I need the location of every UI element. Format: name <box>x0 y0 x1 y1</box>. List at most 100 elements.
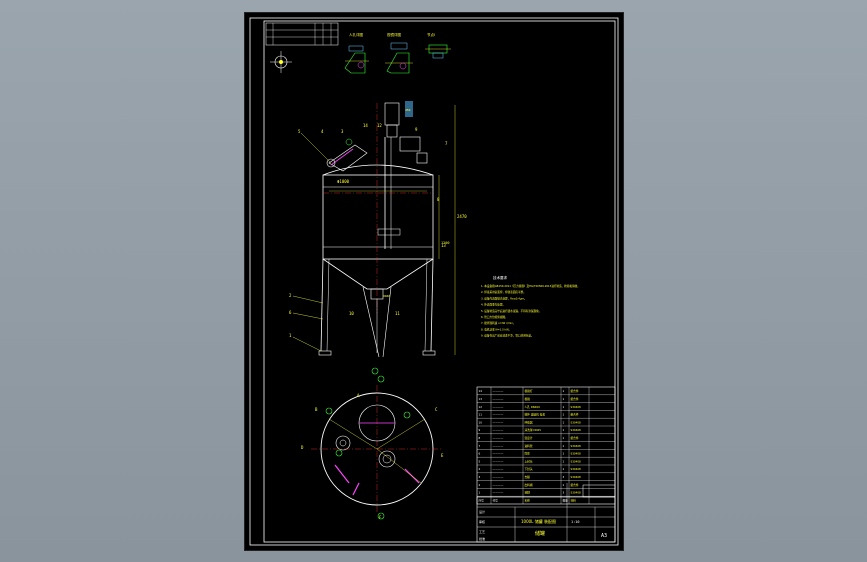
callout-front-9: 2 <box>289 293 292 298</box>
parts-row-code: ———— <box>493 467 504 471</box>
front-view: 2470 1200 Φ1000 450 DN40 <box>318 101 467 358</box>
parts-row-code: ———— <box>493 397 504 401</box>
callout-top-c: C <box>435 407 438 412</box>
parts-header-code: 代号 <box>493 498 499 502</box>
parts-row-qty: 3 <box>563 475 565 479</box>
callout-top-d: D <box>301 445 304 450</box>
parts-row-qty: 1 <box>563 405 565 409</box>
callout-top-e: E <box>441 453 444 458</box>
parts-row-mat: S30408 <box>571 452 582 456</box>
dim-outlet: DN40 <box>383 294 390 298</box>
tb-label-2: 审核 <box>479 519 485 524</box>
parts-row-mat: S30408 <box>571 459 582 463</box>
parts-row-code: ———— <box>493 483 504 487</box>
parts-row-mat: S30408 <box>571 405 582 409</box>
parts-row-qty: 1 <box>563 452 565 456</box>
callout-front-1: 5 <box>298 129 301 134</box>
parts-row-name: 温度计 <box>525 436 533 440</box>
parts-row-name: 下封头 <box>525 467 533 471</box>
parts-row-no: 3 <box>479 475 481 479</box>
callout-top-f: F <box>379 515 382 520</box>
callout-front-13: 11 <box>395 311 400 316</box>
callout-front-12: 10 <box>349 311 354 316</box>
parts-row-name: 上封头 <box>525 459 533 463</box>
parts-row-mat: S30408 <box>571 428 582 432</box>
drawing-sheet: 人孔详图 视镜详图 节点I <box>244 12 624 551</box>
tb-label-3: 工艺 <box>479 529 485 534</box>
orientation-symbol <box>270 51 292 73</box>
note-line: 7. 搅拌器转速 n=36 r/min。 <box>481 321 515 325</box>
agitator-blade <box>377 228 401 236</box>
tb-scale: 1:10 <box>571 520 579 524</box>
parts-row-qty: 1 <box>563 389 565 393</box>
parts-row-no: 5 <box>479 459 481 463</box>
parts-row-name: 进料管 <box>525 444 533 448</box>
parts-row-mat: 组合件 <box>571 397 579 401</box>
note-line: 8. 电机功率 N=1.5 kW。 <box>481 327 511 331</box>
parts-row-mat: 组合件 <box>571 483 579 487</box>
parts-row-mat: S30408 <box>571 420 582 424</box>
parts-row-mat: S30408 <box>571 467 582 471</box>
parts-row-qty: 1 <box>563 413 565 417</box>
tb-label-4: 批准 <box>479 536 485 541</box>
parts-row-code: ———— <box>493 420 504 424</box>
note-line: 9. 设备在出厂前应清洗干净，管口封闭包装。 <box>481 334 534 338</box>
parts-row-mat: 组合件 <box>571 389 579 393</box>
callout-front-10: 1 <box>289 333 292 338</box>
parts-row-qty: 3 <box>563 491 565 495</box>
parts-row-no: 2 <box>479 483 481 487</box>
parts-row-code: ———— <box>493 389 504 393</box>
parts-row-qty: 1 <box>563 459 565 463</box>
detail-view-2: 视镜详图 <box>385 32 413 74</box>
dim-diameter: Φ1000 <box>337 179 350 184</box>
parts-row-code: ———— <box>493 452 504 456</box>
callout-top-a: A <box>357 393 360 398</box>
parts-row-no: 4 <box>479 467 481 471</box>
parts-row-name: 清洗球 DN25 <box>525 428 542 432</box>
parts-row-code: ———— <box>493 444 504 448</box>
parts-row-name: 搅拌 减速机 电机 <box>525 413 546 417</box>
dim-cylinder: 1200 <box>441 241 449 245</box>
parts-row-code: ———— <box>493 413 504 417</box>
parts-row-name: 地脚 <box>525 491 531 495</box>
parts-row-no: 14 <box>479 389 483 393</box>
detail-title-1: 人孔详图 <box>349 32 363 37</box>
parts-row-mat: 组合件 <box>571 413 579 417</box>
parts-row-mat: S30408 <box>571 444 582 448</box>
tb-title: 储罐 <box>535 530 545 537</box>
parts-row-no: 7 <box>479 444 481 448</box>
parts-row-qty: 1 <box>563 397 565 401</box>
parts-row-qty: 1 <box>563 444 565 448</box>
note-line: 2. 焊接采用氩弧焊，焊缝表面应平整。 <box>481 290 526 294</box>
callout-front-8: 8 <box>437 197 440 202</box>
notes-title: 技术要求 <box>493 275 507 280</box>
parts-row-mat: S30408 <box>571 491 582 495</box>
parts-row-name: 视镜 <box>525 397 531 401</box>
tb-sheet-no: A3 <box>601 533 607 539</box>
dim-a: 450 <box>405 108 411 112</box>
parts-row-code: ———— <box>493 491 504 495</box>
motor <box>384 102 400 126</box>
parts-row-qty: 1 <box>563 483 565 487</box>
tb-label-1: 设计 <box>479 509 485 514</box>
parts-row-qty: 1 <box>563 428 565 432</box>
parts-header-name: 名称 <box>525 498 531 502</box>
tb-project: 1000L 储罐 装配图 <box>521 518 556 524</box>
parts-header-no: 序号 <box>479 498 485 502</box>
note-line: 6. 管口方位按俯视图。 <box>481 315 508 319</box>
note-line: 5. 设备制造完毕后进行盛水试漏，不得有渗漏现象。 <box>481 309 541 313</box>
note-line: 1. 本设备按GB150-2011《压力容器》及HG/T20569-2013进行… <box>481 284 580 288</box>
detail-title-2: 视镜详图 <box>387 32 401 37</box>
callout-front-11: 6 <box>289 310 292 315</box>
parts-row-code: ———— <box>493 428 504 432</box>
technical-notes: 技术要求 1. 本设备按GB150-2011《压力容器》及HG/T20569-2… <box>481 275 580 338</box>
parts-row-name: 视镜灯 <box>525 389 533 393</box>
dim-total-height: 2470 <box>457 214 467 219</box>
callout-front-7: 7 <box>445 141 448 146</box>
parts-row-no: 9 <box>479 428 481 432</box>
callout-front-4: 14 <box>363 123 368 128</box>
detail-view-1: 人孔详图 <box>344 32 369 74</box>
parts-header-mat: 材料 <box>571 498 577 502</box>
parts-row-qty: 1 <box>563 436 565 440</box>
parts-row-qty: 1 <box>563 467 565 471</box>
